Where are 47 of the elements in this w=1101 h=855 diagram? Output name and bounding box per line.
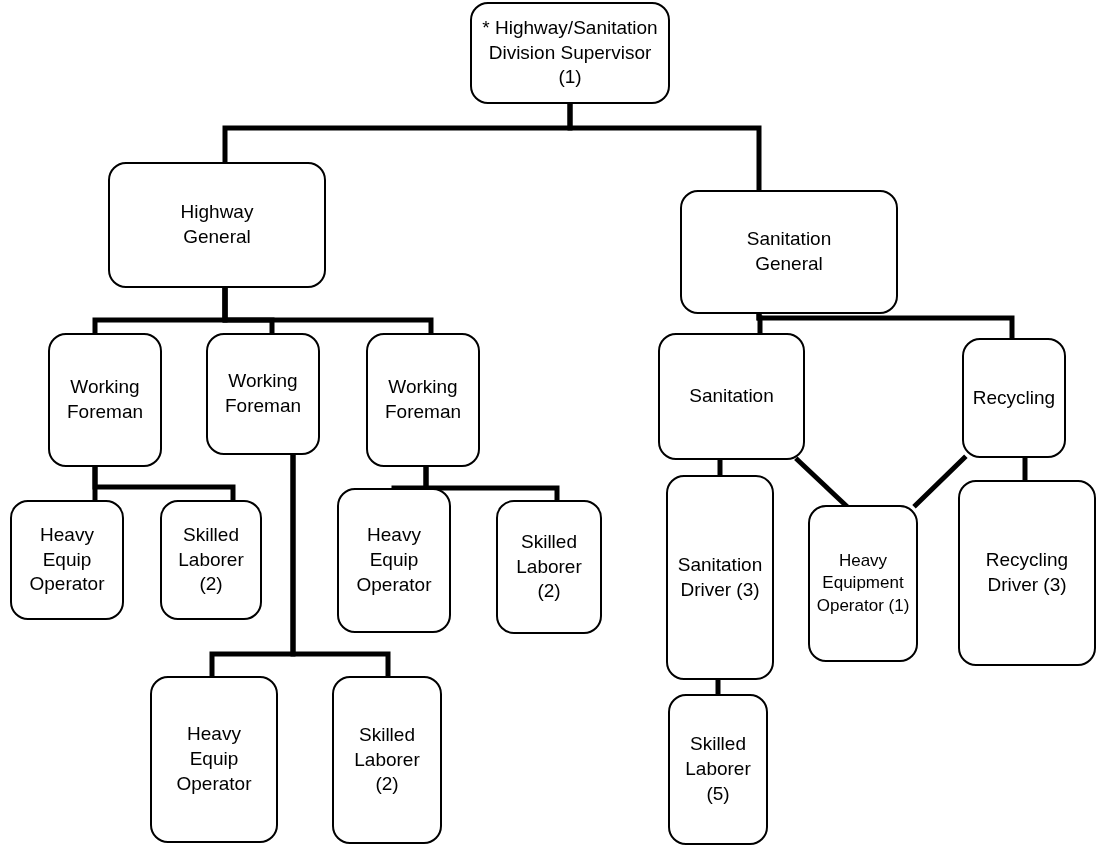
role-box xyxy=(108,162,326,288)
role-box xyxy=(808,505,918,662)
role-box xyxy=(958,480,1096,666)
role-title: Sanitation Driver (3) xyxy=(676,552,764,602)
role-title: Recycling Driver (3) xyxy=(984,548,1070,597)
role-title: Working Foreman xyxy=(224,369,302,418)
role-title: Skilled Laborer (2) xyxy=(515,529,583,604)
role-title: Heavy Equip Operator xyxy=(175,722,253,796)
connector-line xyxy=(92,464,236,503)
role-box xyxy=(366,333,480,467)
connector-line xyxy=(756,311,1015,341)
role-title: Sanitation xyxy=(688,384,775,409)
role-box xyxy=(658,333,805,460)
role-box xyxy=(962,338,1066,458)
role-title: Highway General xyxy=(179,200,255,249)
role-box xyxy=(666,475,774,680)
role-title: * Highway/Sanitation Division Supervisor (1) xyxy=(481,15,659,90)
role-box xyxy=(206,333,320,455)
role-title: Skilled Laborer (5) xyxy=(684,732,752,806)
role-box xyxy=(10,500,124,620)
role-title: Skilled Laborer (2) xyxy=(177,522,245,597)
role-box xyxy=(496,500,602,634)
role-box xyxy=(48,333,162,467)
connector-line xyxy=(913,455,967,508)
role-title: Working Foreman xyxy=(66,375,144,424)
role-title: Skilled Laborer (2) xyxy=(353,722,421,797)
connector-line xyxy=(222,285,434,336)
role-title: Working Foreman xyxy=(384,375,462,424)
role-box xyxy=(680,190,898,314)
role-title: Recycling xyxy=(971,385,1057,410)
role-box xyxy=(668,694,768,845)
role-title: Heavy Equip Operator xyxy=(355,523,433,597)
role-box xyxy=(470,2,670,104)
connector-line xyxy=(290,452,391,679)
role-title: Sanitation General xyxy=(745,227,833,276)
role-box xyxy=(332,676,442,844)
connector-line xyxy=(423,464,560,503)
role-box xyxy=(160,500,262,620)
role-title: Heavy Equip Operator xyxy=(28,522,106,597)
connector-line xyxy=(795,457,848,508)
role-box xyxy=(150,676,278,843)
role-box xyxy=(337,488,451,633)
connector-line xyxy=(567,101,762,193)
connector-line xyxy=(717,457,723,478)
role-title: Heavy Equipment Operator (1) xyxy=(815,550,911,617)
connector-line xyxy=(715,677,721,697)
connector-line xyxy=(1022,455,1028,483)
